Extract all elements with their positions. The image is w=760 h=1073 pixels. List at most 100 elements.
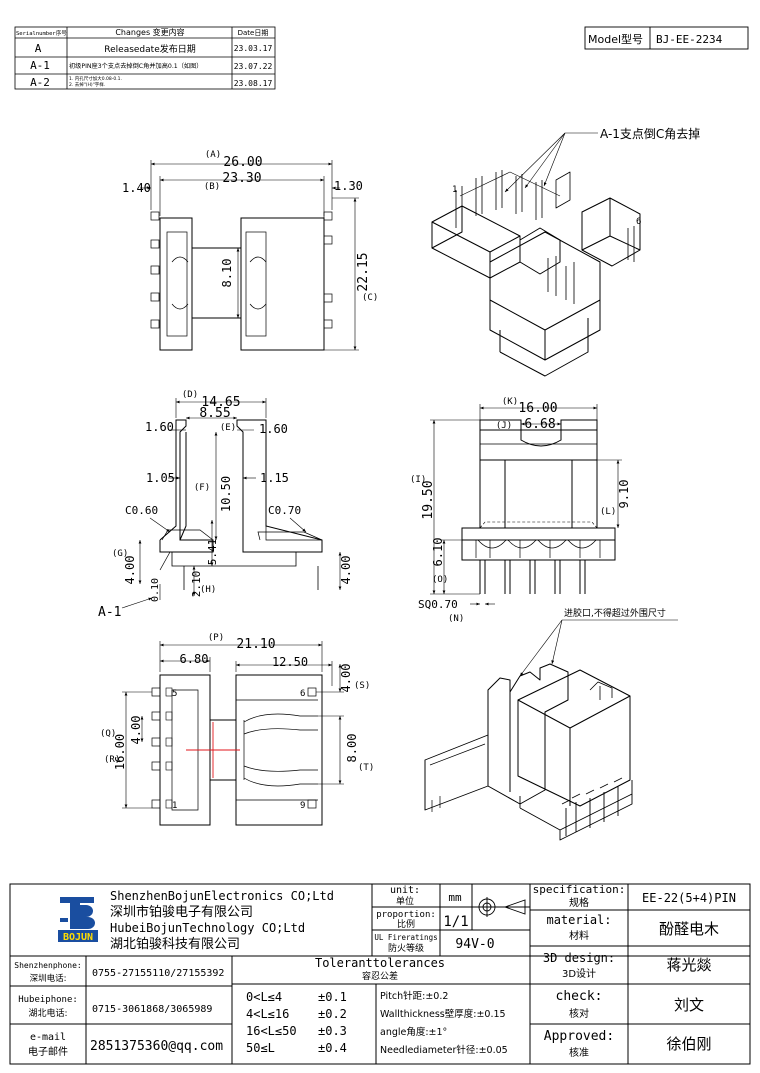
check-label-en: check: (556, 989, 603, 1004)
dim-inner: 8.10 (220, 259, 234, 288)
dim-b-value: 23.30 (222, 171, 261, 186)
email-value: 2851375360@qq.com (90, 1039, 223, 1054)
rev-header-serial: Serialnumber序号 (16, 29, 67, 37)
dim-l-label: (L) (600, 507, 616, 517)
bottom-pin6: 6 (300, 689, 305, 699)
approved-value: 徐伯刚 (666, 1035, 711, 1053)
model-box (584, 26, 749, 50)
company-en-2: HubeiBojunTechnology CO;Ltd (110, 921, 305, 935)
dim-k-label: (K) (502, 397, 518, 407)
tolerance-range-3: 16<L≤50 (246, 1024, 297, 1038)
logo-text: BOJUN (63, 932, 93, 943)
a1-leader (504, 132, 598, 193)
dim-a-label: (A) (205, 150, 221, 160)
tolerance-title-en: Toleranttolerances (315, 956, 445, 970)
top-view (150, 211, 333, 351)
dim-c-label: (C) (362, 293, 378, 303)
fire-value: 94V-0 (455, 937, 494, 952)
revision-table (14, 26, 276, 90)
wall-tolerance: Wallthickness壁厚度:±0.15 (380, 1008, 506, 1020)
dim-right-offset: 1.30 (334, 179, 363, 193)
dim-wall-left: 1.05 (146, 471, 175, 485)
dim-o-label: (O) (432, 575, 448, 585)
bottom-view-dimensions (122, 641, 344, 809)
iso-view-top (431, 170, 641, 377)
unit-label-cn: 单位 (396, 895, 414, 907)
approved-label-en: Approved: (544, 1029, 614, 1044)
iso-pin1-label: 1 (452, 185, 457, 195)
dim-b-label: (B) (204, 182, 220, 192)
company-cn-2: 湖北铂骏科技有限公司 (110, 936, 240, 952)
dim-left-offset: 1.40 (122, 181, 151, 195)
tolerance-value-2: ±0.2 (318, 1007, 347, 1021)
needle-tolerance: Needlediameter针径:±0.05 (380, 1044, 508, 1056)
dim-base-right: 4.00 (339, 556, 353, 585)
bottom-view-centerlines (186, 722, 240, 778)
rev-change-a2-line1: 1. 内孔尺寸加大0.08-0.1. (69, 75, 122, 82)
rev-header-changes: Changes 变更内容 (115, 27, 184, 37)
design-label-cn: 3D设计 (562, 967, 596, 980)
a1-ref-label: A-1 (98, 605, 121, 620)
dim-t-value: 8.00 (345, 734, 359, 763)
inlet-leader (519, 619, 678, 677)
dim-h-label: (H) (200, 585, 216, 595)
iso-pin6-label: 6 (636, 217, 641, 227)
hb-phone-label-en: Hubeiphone: (18, 995, 78, 1005)
rev-change-a: Releasedate发布日期 (104, 43, 195, 55)
material-label-cn: 材料 (569, 929, 589, 942)
dim-r-value: 4.00 (129, 716, 143, 745)
dim-right-width: 12.50 (272, 655, 308, 669)
tolerance-range-2: 4<L≤16 (246, 1007, 289, 1021)
spec-label-en: specification: (533, 883, 626, 896)
rev-date-a2: 23.08.17 (234, 79, 273, 88)
spec-label-cn: 规格 (569, 896, 589, 909)
rev-date-a: 23.03.17 (234, 44, 273, 53)
company-en-1: ShenzhenBojunElectronics CO;Ltd (110, 889, 334, 903)
dim-k-value: 16.00 (518, 401, 557, 416)
dim-q-label: (Q) (100, 729, 116, 739)
dim-d-label: (D) (182, 390, 198, 400)
iso-view-bottom (424, 663, 633, 841)
design-label-en: 3D design: (543, 951, 615, 965)
tolerance-value-4: ±0.4 (318, 1041, 347, 1055)
tolerance-range-1: 0<L≤4 (246, 990, 282, 1004)
dim-s-value: 4.00 (339, 664, 353, 693)
dim-p-value: 21.10 (236, 637, 275, 652)
email-label-cn: 电子邮件 (28, 1045, 68, 1058)
hb-phone-value: 0715-3061868/3065989 (92, 1004, 212, 1015)
tolerance-range-4: 50≤L (246, 1041, 275, 1055)
rev-date-a1: 23.07.22 (234, 62, 273, 71)
dim-j-value: 6.68 (524, 417, 555, 432)
model-label: Model型号 (588, 32, 643, 46)
dim-i-label: (I) (410, 475, 426, 485)
dim-o-value: 6.10 (431, 538, 445, 567)
bottom-view (151, 674, 323, 826)
dim-d-value: 14.65 (201, 395, 240, 410)
dim-n-label: (N) (448, 614, 464, 624)
rev-serial-a1: A-1 (30, 59, 50, 72)
hb-phone-label-cn: 湖北电话: (28, 1007, 67, 1019)
dim-t-label: (T) (358, 763, 374, 773)
dim-base-left: 4.00 (123, 556, 137, 585)
bojun-logo: BOJUN (58, 897, 98, 943)
company-cn-1: 深圳市铂骏电子有限公司 (110, 904, 253, 920)
dim-f-value: 10.50 (219, 476, 233, 512)
inlet-note: 进胶口,不得超过外围尺寸 (564, 607, 666, 619)
dim-step: 5.41 (206, 539, 219, 566)
approved-label-cn: 核准 (569, 1046, 589, 1059)
bottom-pin9: 9 (300, 801, 305, 811)
dim-chamfer-right: C0.70 (268, 504, 301, 517)
dim-a-value: 26.00 (223, 155, 262, 170)
material-value: 酚醛电木 (659, 920, 719, 938)
dim-j-label: (J) (496, 421, 512, 431)
rev-change-a1: 初级PIN座3个支点去掉倒C角并加高0.1（如图） (69, 62, 202, 70)
rev-serial-a: A (35, 42, 42, 55)
bottom-pin5: 5 (172, 689, 177, 699)
side-view-dimensions (121, 398, 342, 609)
top-view-dimensions (140, 160, 359, 351)
angle-tolerance: angle角度:±1° (380, 1026, 447, 1038)
proportion-value: 1/1 (443, 914, 468, 930)
unit-label-en: unit: (390, 885, 420, 896)
spec-value: EE-22(5+4)PIN (642, 891, 736, 905)
